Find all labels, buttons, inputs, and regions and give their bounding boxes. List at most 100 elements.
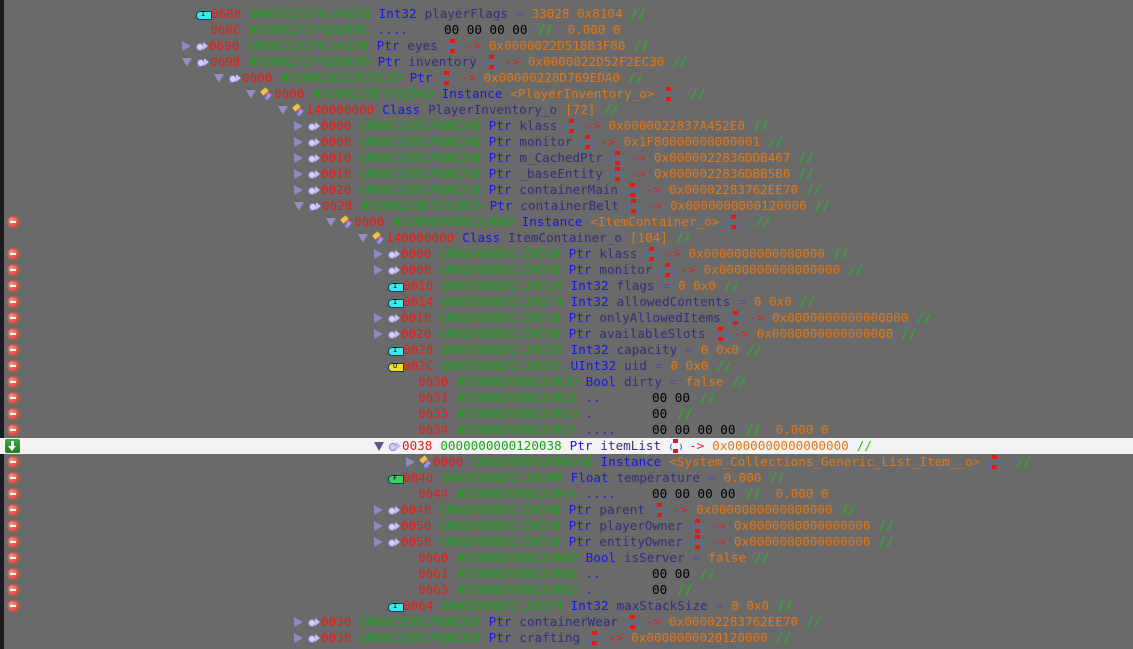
breakpoint-remove-icon[interactable] [7, 264, 19, 276]
expand-arrow-icon[interactable] [294, 137, 303, 147]
pointer-target[interactable]: 0x00002283762EE70 [669, 182, 799, 197]
pointer-target[interactable]: 0x0000000000000000 [771, 310, 909, 325]
breakpoint-remove-icon[interactable] [7, 568, 19, 580]
cycle-icon[interactable] [611, 167, 625, 181]
cycle-icon[interactable] [485, 55, 499, 69]
cycle-icon[interactable] [714, 327, 728, 341]
cycle-icon[interactable] [446, 39, 460, 53]
cycle-icon[interactable] [581, 135, 595, 149]
pointer-target[interactable]: 0x0000000000000000 [756, 326, 894, 341]
tree-row[interactable]: 00640000000000120064Int32maxStackSize=0 … [0, 598, 1133, 614]
expand-arrow-icon[interactable] [374, 505, 383, 515]
breakpoint-remove-icon[interactable] [7, 472, 19, 484]
cycle-icon[interactable] [729, 311, 743, 325]
expand-arrow-icon[interactable] [294, 121, 303, 131]
cycle-icon[interactable] [588, 631, 602, 645]
pointer-target[interactable]: 0x0000022836DBB5B0 [654, 166, 791, 181]
breakpoint-remove-icon[interactable] [7, 552, 19, 564]
field-value[interactable]: 0 0x0 [670, 358, 709, 373]
cycle-icon[interactable] [565, 119, 579, 133]
field-value[interactable]: false [708, 550, 747, 565]
expand-arrow-icon[interactable] [294, 633, 303, 643]
expand-arrow-icon[interactable] [294, 185, 303, 195]
cycle-icon[interactable] [611, 151, 625, 165]
field-value[interactable]: 0 0x0 [753, 294, 792, 309]
pointer-target[interactable]: 0x0000000000120000 [670, 198, 807, 213]
expand-arrow-icon[interactable] [374, 249, 383, 259]
pointer-target[interactable]: 0x1F80000000000001 [623, 134, 761, 149]
tree-row[interactable]: 06880000022CF41AAE88Int32playerFlags=330… [0, 6, 1133, 22]
breakpoint-remove-icon[interactable] [7, 328, 19, 340]
collapse-arrow-icon[interactable] [214, 73, 224, 83]
expand-arrow-icon[interactable] [294, 153, 303, 163]
collapse-arrow-icon[interactable] [278, 105, 288, 115]
collapse-arrow-icon[interactable] [358, 233, 368, 243]
breakpoint-remove-icon[interactable] [7, 248, 19, 260]
breakpoint-remove-icon[interactable] [7, 600, 19, 612]
breakpoint-remove-icon[interactable] [7, 456, 19, 468]
cycle-icon[interactable] [727, 215, 741, 229]
field-value[interactable]: false [685, 374, 724, 389]
cycle-icon[interactable] [626, 183, 640, 197]
breakpoint-remove-icon[interactable] [7, 344, 19, 356]
pointer-target[interactable]: 0x0000000000000000 [696, 502, 833, 517]
collapse-arrow-icon[interactable] [326, 217, 336, 227]
expand-arrow-icon[interactable] [294, 169, 303, 179]
field-value[interactable]: 0 0x0 [700, 342, 739, 357]
breakpoint-remove-icon[interactable] [7, 280, 19, 292]
pointer-target[interactable]: 0x0000000020120000 [631, 630, 768, 645]
field-value[interactable]: 0.000 [723, 470, 762, 485]
breakpoint-remove-icon[interactable] [7, 376, 19, 388]
cycle-icon[interactable] [626, 615, 640, 629]
breakpoint-remove-icon[interactable] [7, 488, 19, 500]
expand-arrow-icon[interactable] [374, 521, 383, 531]
expand-arrow-icon[interactable] [374, 265, 383, 275]
expand-arrow-icon[interactable] [374, 537, 383, 547]
pointer-target[interactable]: 0x0000000000000000 [712, 438, 849, 453]
collapse-arrow-icon[interactable] [246, 89, 256, 99]
pointer-target[interactable]: 0x0000022836DDB467 [654, 150, 791, 165]
pointer-target[interactable]: 0x0000000000000000 [734, 534, 871, 549]
pointer-target[interactable]: 0x0000022837A452E0 [608, 118, 745, 133]
cycle-icon[interactable] [440, 71, 454, 85]
tree-row[interactable]: 00140000000000120014Int32allowedContents… [0, 294, 1133, 310]
breakpoint-remove-icon[interactable] [7, 408, 19, 420]
breakpoint-remove-icon[interactable] [7, 504, 19, 516]
expand-arrow-icon[interactable] [374, 329, 383, 339]
breakpoint-remove-icon[interactable] [7, 584, 19, 596]
cycle-icon[interactable] [669, 439, 683, 453]
expand-arrow-icon[interactable] [406, 457, 415, 467]
field-value[interactable]: 0 0x0 [731, 598, 770, 613]
breakpoint-remove-icon[interactable] [7, 424, 19, 436]
pointer-target[interactable]: 0x00002283762EE70 [669, 614, 799, 629]
cycle-icon[interactable] [653, 503, 667, 517]
